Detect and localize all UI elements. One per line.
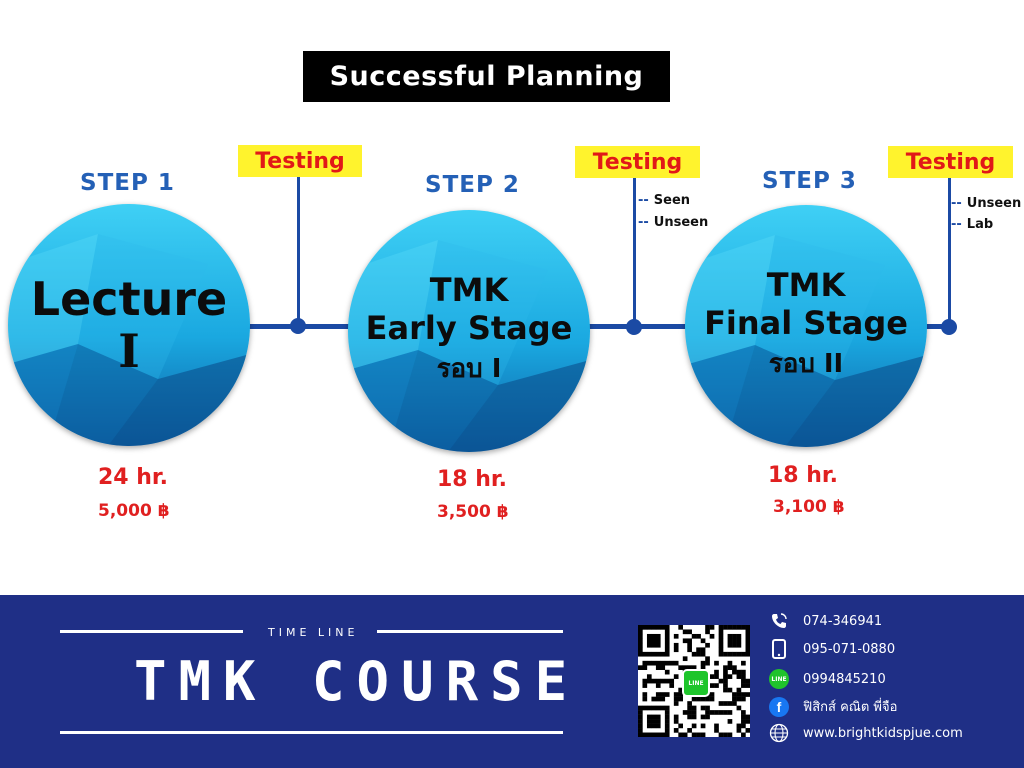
circle-line: TMK bbox=[766, 266, 846, 304]
hours-2: 18 hr. bbox=[437, 467, 508, 492]
circle-line: Early Stage bbox=[365, 309, 573, 347]
page-title: Successful Planning bbox=[303, 51, 670, 102]
contact-website[interactable]: www.brightkidspjue.com bbox=[769, 723, 963, 743]
course-title: TMK COURSE bbox=[134, 650, 580, 713]
timeline-label: TIME LINE bbox=[268, 626, 359, 639]
step-label-3: STEP 3 bbox=[762, 168, 857, 194]
contact-text: 0994845210 bbox=[803, 671, 886, 687]
step-circle-1: Lecture I bbox=[8, 204, 250, 446]
step-label-1: STEP 1 bbox=[80, 170, 175, 196]
phone-call-icon bbox=[769, 611, 789, 631]
footer-banner: TIME LINE TMK COURSE LINE 074-346941 095… bbox=[0, 595, 1024, 768]
hours-3: 18 hr. bbox=[768, 463, 839, 488]
footer-divider-bottom bbox=[60, 731, 563, 734]
contact-mobile[interactable]: 095-071-0880 bbox=[769, 639, 895, 659]
contact-text: 095-071-0880 bbox=[803, 641, 896, 657]
timeline-dot-1 bbox=[290, 318, 306, 334]
testing-badge-3: Testing bbox=[888, 146, 1013, 178]
facebook-icon: f bbox=[769, 696, 789, 717]
timeline-connector-3 bbox=[915, 324, 955, 329]
testing-line-3 bbox=[948, 177, 951, 327]
circle-line: Final Stage bbox=[704, 304, 908, 342]
line-app-icon: LINE bbox=[769, 669, 789, 689]
globe-icon bbox=[769, 723, 789, 743]
circle-line: I bbox=[118, 324, 140, 378]
testing-line-2 bbox=[633, 177, 636, 327]
circle-line: รอบ I bbox=[436, 354, 502, 384]
contact-line[interactable]: LINE 0994845210 bbox=[769, 669, 886, 689]
price-3: 3,100 ฿ bbox=[773, 497, 845, 517]
step-circle-2: TMK Early Stage รอบ I bbox=[348, 210, 590, 452]
test-item-unseen: --Unseen bbox=[951, 196, 1022, 211]
test-item-unseen: --Unseen bbox=[638, 215, 709, 230]
contact-phone[interactable]: 074-346941 bbox=[769, 611, 882, 631]
price-2: 3,500 ฿ bbox=[437, 502, 509, 522]
circle-line: รอบ II bbox=[768, 349, 844, 379]
hours-1: 24 hr. bbox=[98, 465, 169, 490]
contact-text: 074-346941 bbox=[803, 613, 883, 629]
step-label-2: STEP 2 bbox=[425, 172, 520, 198]
circle-line: TMK bbox=[429, 271, 509, 309]
contact-text: ฟิสิกส์ คณิต พี่จือ bbox=[803, 700, 898, 715]
line-app-icon: LINE bbox=[682, 669, 710, 697]
step-circle-3: TMK Final Stage รอบ II bbox=[685, 205, 927, 447]
footer-divider-right bbox=[377, 630, 563, 633]
timeline-dot-2 bbox=[626, 319, 642, 335]
test-item-lab: --Lab bbox=[951, 217, 994, 232]
qr-code[interactable]: LINE bbox=[638, 625, 751, 738]
contact-facebook[interactable]: f ฟิสิกส์ คณิต พี่จือ bbox=[769, 696, 897, 717]
test-item-seen: --Seen bbox=[638, 193, 691, 208]
qr-badge-label: LINE bbox=[688, 679, 704, 687]
timeline-dot-3 bbox=[941, 319, 957, 335]
circle-line: Lecture bbox=[30, 272, 228, 326]
testing-line-1 bbox=[297, 176, 300, 326]
testing-badge-1: Testing bbox=[238, 145, 362, 177]
contact-text: www.brightkidspjue.com bbox=[803, 725, 963, 741]
mobile-phone-icon bbox=[769, 639, 789, 659]
footer-divider-left bbox=[60, 630, 243, 633]
qr-pattern-icon bbox=[638, 625, 751, 738]
price-1: 5,000 ฿ bbox=[98, 501, 170, 521]
testing-badge-2: Testing bbox=[575, 146, 700, 178]
